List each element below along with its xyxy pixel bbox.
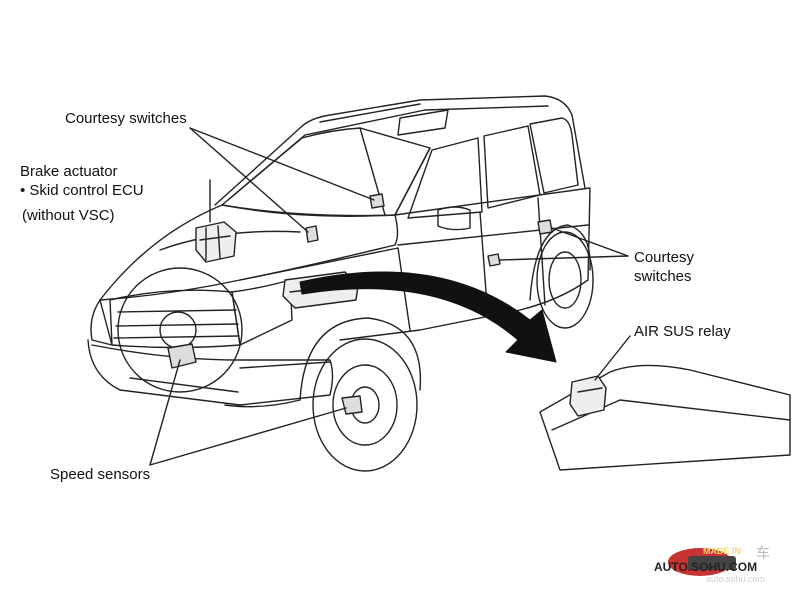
grille — [109, 289, 241, 349]
courtesy-switch-front — [305, 225, 319, 243]
leader-courtesy-top-1 — [189, 127, 309, 233]
air-sus-relay-component — [569, 375, 607, 417]
courtesy-switch-door-1 — [537, 219, 553, 235]
label-skid-control-ecu: • Skid control ECU — [20, 182, 144, 199]
callout-arrow — [299, 271, 557, 363]
watermark-brand: AUTO.SOHU.COM — [654, 560, 758, 574]
watermark-url: auto.sohu.com — [706, 574, 766, 584]
front-fender — [239, 247, 411, 331]
headlight-left — [90, 299, 113, 346]
watermark-badge: MADE IN — [703, 546, 741, 556]
leader-courtesy-top-2 — [189, 127, 375, 201]
body-side — [339, 187, 591, 341]
roof-outline — [214, 95, 586, 206]
door-line-2 — [537, 197, 546, 306]
label-brake-actuator: Brake actuator — [20, 163, 118, 180]
leader-speed-front — [149, 359, 181, 466]
label-speed-sensors: Speed sensors — [50, 466, 151, 483]
label-air-sus-relay: AIR SUS relay — [634, 323, 731, 340]
roof-inner-line — [227, 105, 549, 201]
leader-speed-rear — [149, 407, 347, 466]
inset-panel — [539, 364, 791, 471]
leader-air-sus — [594, 335, 631, 381]
label-without-vsc: (without VSC) — [22, 207, 115, 224]
watermark-logo — [668, 548, 736, 576]
courtesy-switch-top — [369, 193, 385, 209]
quarter-window — [529, 117, 579, 194]
hood — [99, 204, 399, 301]
brake-actuator-component — [195, 221, 237, 263]
front-emblem-ring — [117, 267, 243, 393]
speed-sensor-front — [167, 343, 197, 369]
side-mirror — [437, 206, 471, 231]
a-pillar — [394, 147, 431, 216]
windshield — [221, 127, 431, 217]
roof-rail — [319, 103, 421, 123]
leader-courtesy-right-2 — [499, 255, 629, 261]
leader-courtesy-right-1 — [551, 227, 629, 257]
sunroof — [397, 109, 449, 136]
rear-wheel — [536, 231, 594, 329]
front-wheel — [312, 338, 418, 472]
speed-sensor-rear — [341, 395, 363, 415]
front-bumper — [87, 339, 334, 406]
front-door-window — [407, 137, 483, 219]
label-courtesy-right-1: Courtesy — [634, 249, 695, 266]
front-wheel-arch — [299, 317, 422, 401]
watermark-char: 车 — [756, 545, 770, 561]
label-courtesy-right-2: switches — [634, 268, 692, 285]
headlight-right — [231, 279, 293, 346]
label-courtesy-switches-top: Courtesy switches — [65, 110, 187, 127]
rear-wheel-arch — [529, 224, 591, 301]
courtesy-switch-door-2 — [487, 253, 501, 267]
